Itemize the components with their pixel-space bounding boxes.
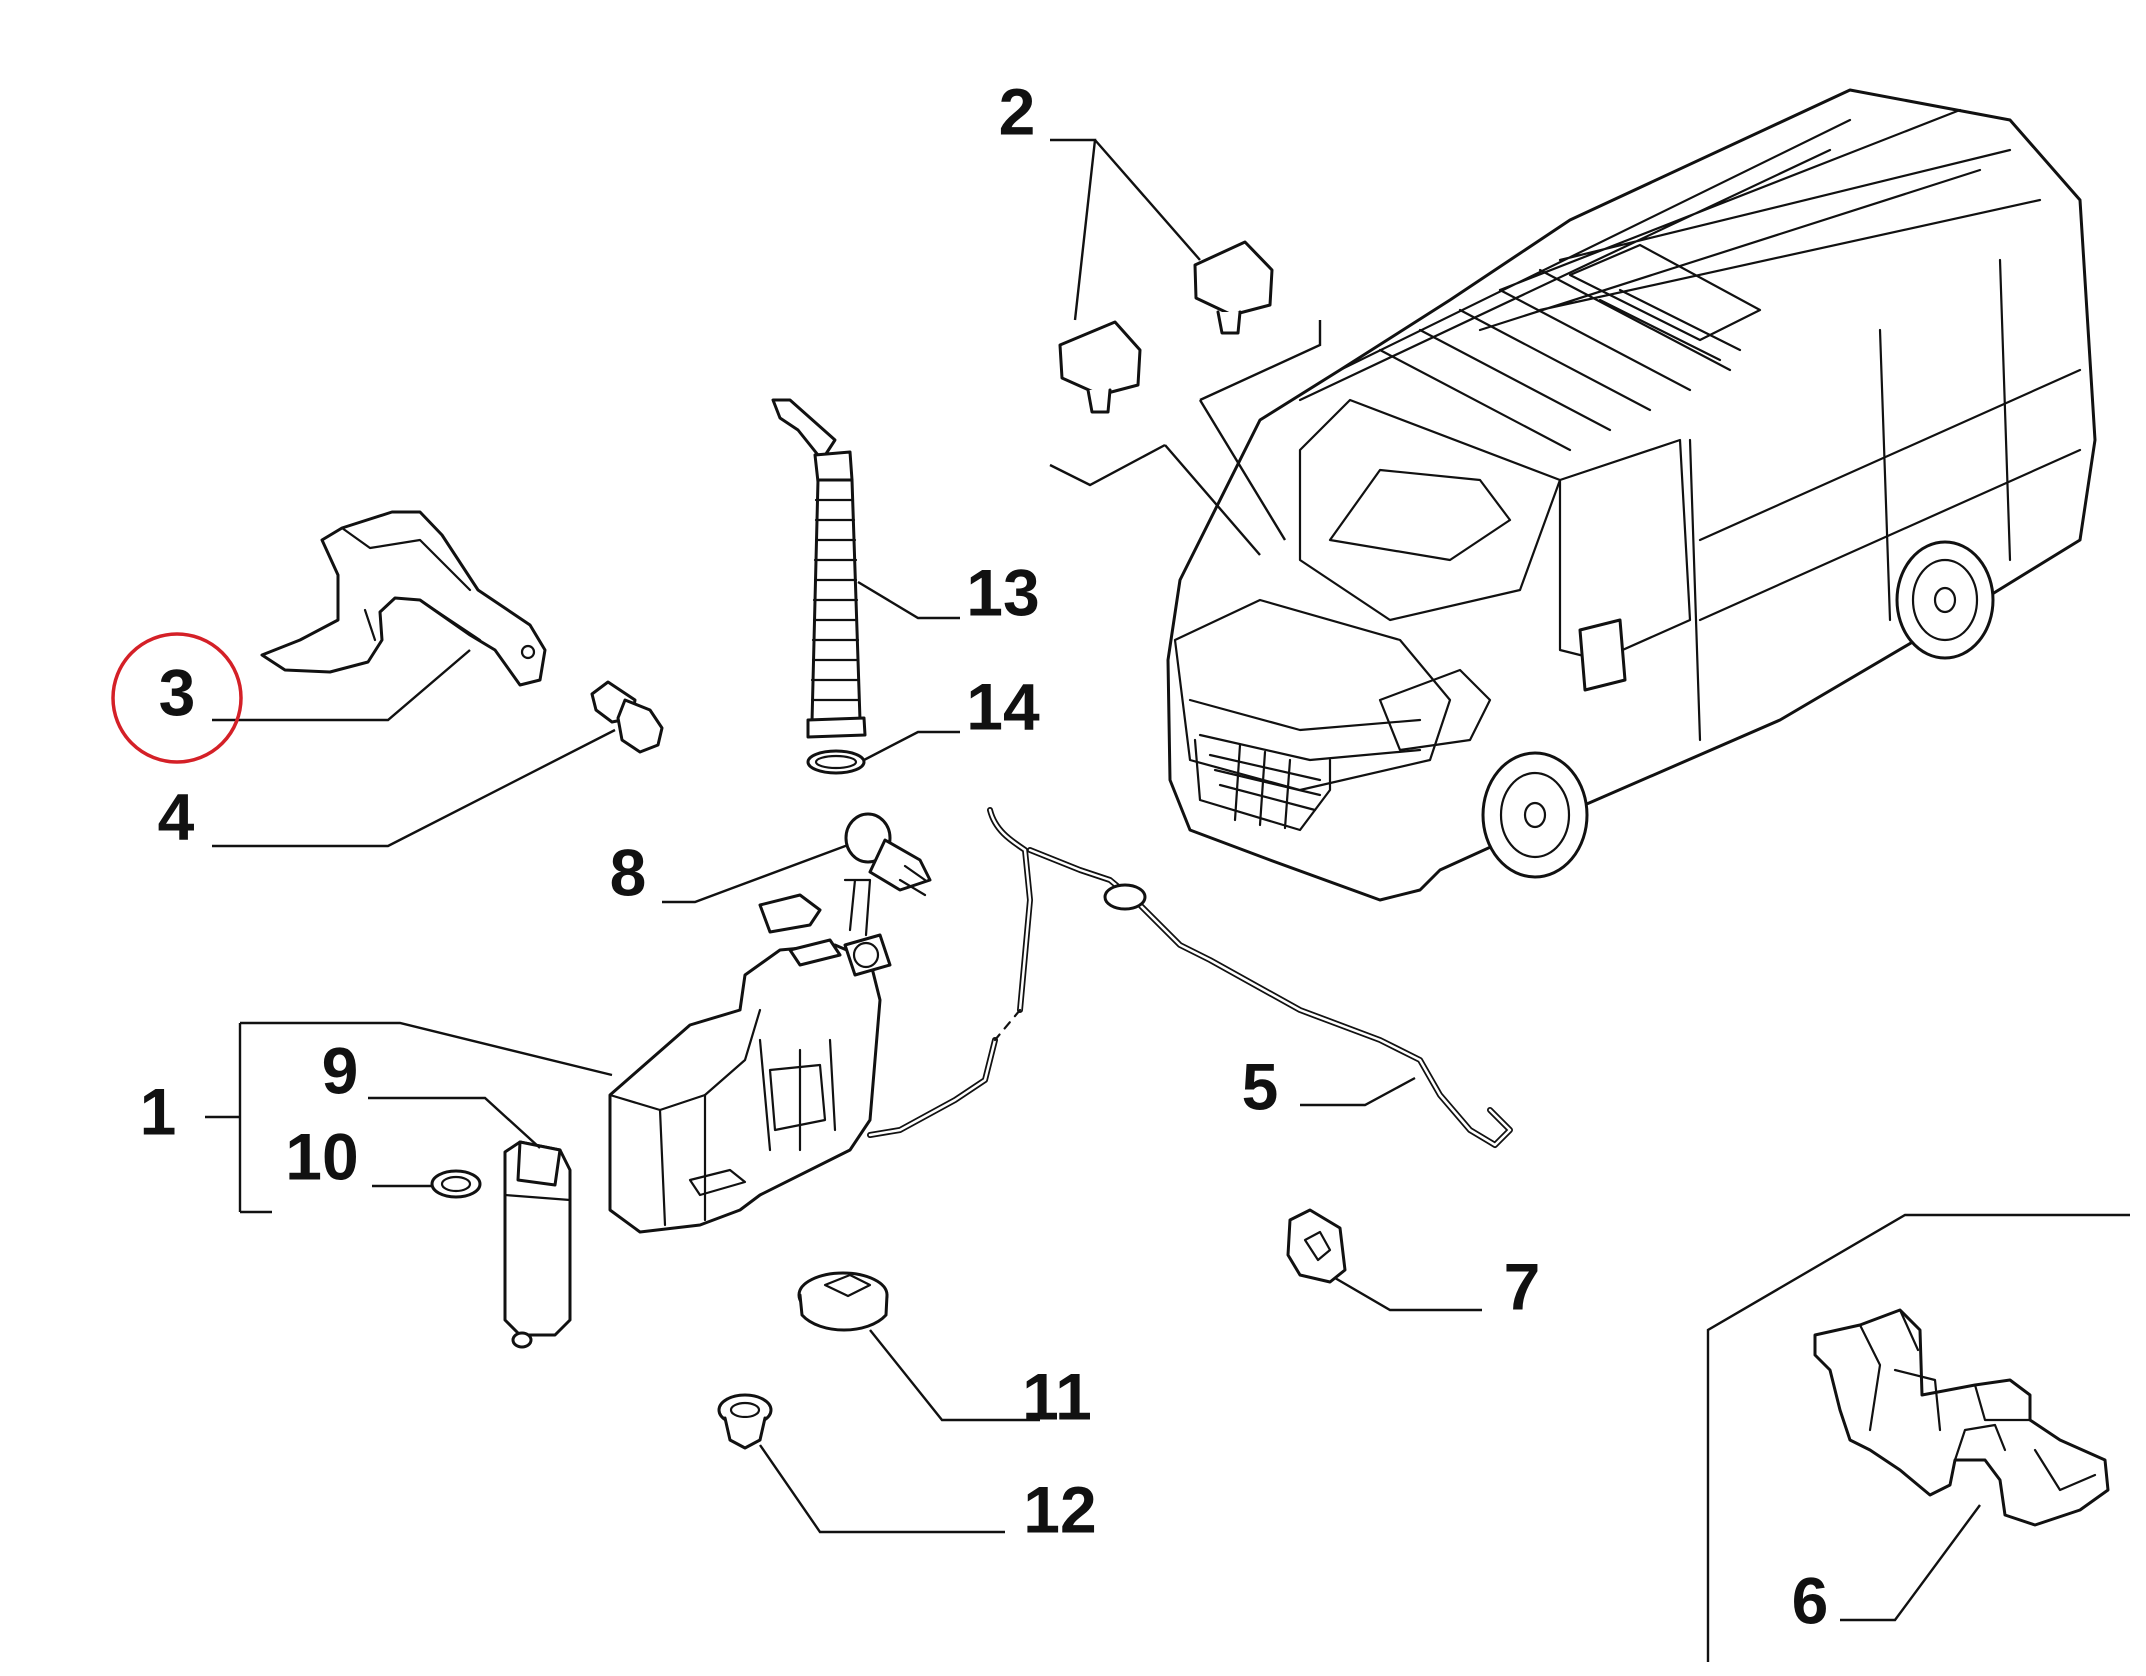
washer-pump bbox=[503, 1140, 572, 1349]
callout-2: 2 bbox=[999, 74, 1036, 148]
callout-6: 6 bbox=[1792, 1563, 1829, 1637]
leader-lines bbox=[205, 138, 1981, 1622]
callout-4: 4 bbox=[158, 779, 195, 853]
washer-nozzle-pair bbox=[1049, 240, 1322, 487]
callout-13: 13 bbox=[966, 555, 1039, 629]
washer-nozzle-right bbox=[1193, 240, 1274, 335]
o-ring bbox=[806, 749, 866, 775]
level-sensor bbox=[844, 812, 932, 897]
callout-11: 11 bbox=[1022, 1359, 1092, 1433]
callout-7: 7 bbox=[1504, 1249, 1541, 1323]
washer-hose bbox=[867, 807, 1513, 1148]
callout-9: 9 bbox=[322, 1033, 359, 1107]
pump-grommet bbox=[430, 1169, 482, 1199]
callout-5: 5 bbox=[1242, 1049, 1279, 1123]
callout-3: 3 bbox=[159, 655, 196, 729]
washer-nozzle-left bbox=[1058, 320, 1142, 414]
callout-8: 8 bbox=[610, 835, 647, 909]
van-illustration bbox=[1164, 88, 2097, 902]
tank-cap bbox=[797, 1271, 889, 1332]
front-wheel bbox=[1481, 751, 1589, 879]
callout-labels: 1 2 3 4 5 6 7 8 9 10 11 12 13 14 bbox=[140, 74, 1829, 1637]
callout-14: 14 bbox=[966, 669, 1040, 743]
highlight-circle bbox=[111, 632, 243, 764]
filler-neck bbox=[771, 398, 867, 739]
callout-10: 10 bbox=[285, 1119, 358, 1193]
tank-bracket bbox=[260, 510, 547, 687]
washer-tank bbox=[608, 878, 892, 1234]
double-hose-clip bbox=[1706, 1213, 2130, 1662]
rear-wheel bbox=[1895, 540, 1995, 660]
callout-1: 1 bbox=[140, 1074, 177, 1148]
bolt bbox=[590, 680, 664, 754]
hose-clip bbox=[1286, 1208, 1347, 1284]
callout-12: 12 bbox=[1023, 1472, 1096, 1546]
drain-plug bbox=[717, 1393, 773, 1450]
